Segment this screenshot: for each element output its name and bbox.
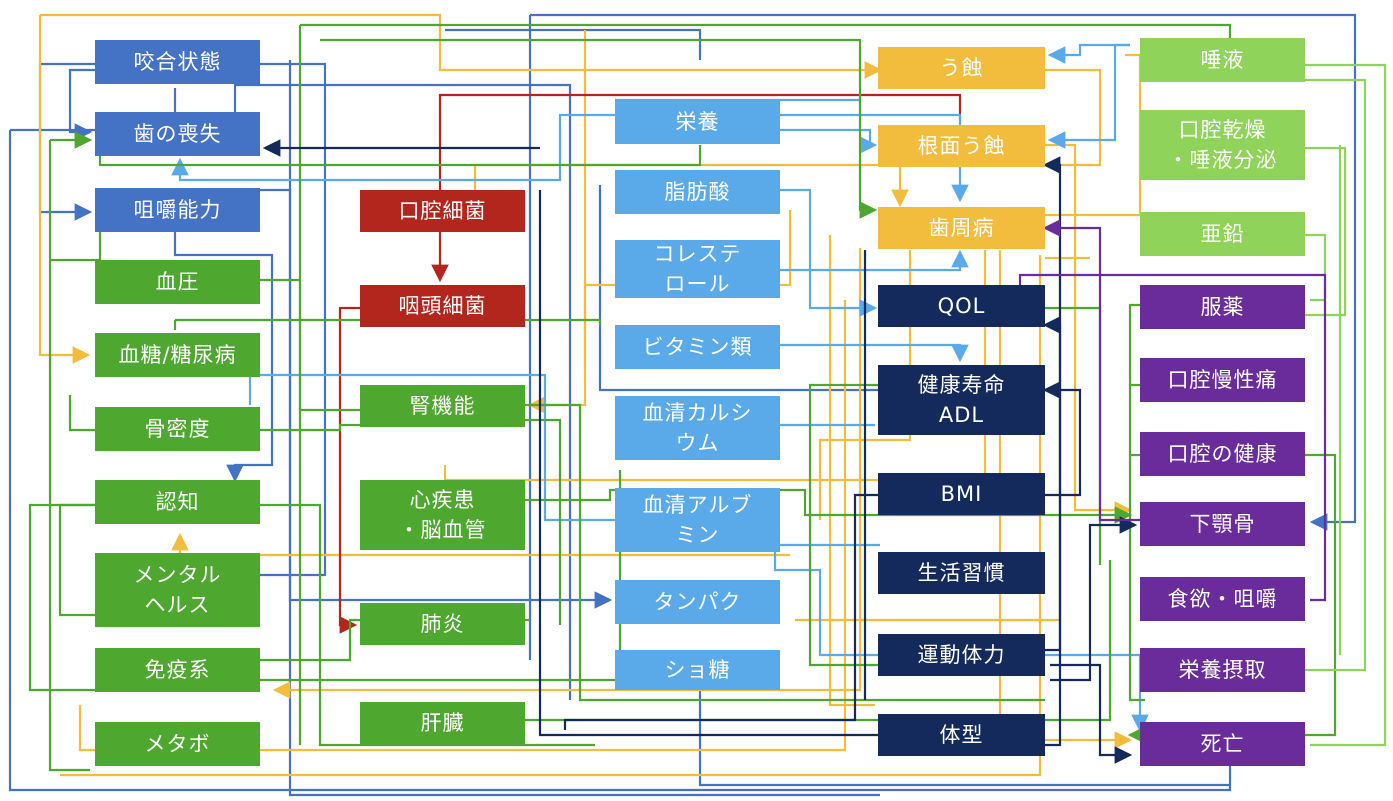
node-kanso: 口腔乾燥 ・唾液分泌 xyxy=(1140,110,1305,180)
node-ushoku: う蝕 xyxy=(878,47,1045,89)
node-mansei-tsuu: 口腔慢性痛 xyxy=(1140,358,1305,402)
node-intou-saikin: 咽頭細菌 xyxy=(360,285,525,327)
node-haien: 肺炎 xyxy=(360,603,525,645)
node-tanpaku: タンパク xyxy=(615,580,780,624)
node-ha-soushitsu: 歯の喪失 xyxy=(95,112,260,156)
node-shishuubyou: 歯周病 xyxy=(878,207,1045,249)
node-shibousan: 脂肪酸 xyxy=(615,170,780,214)
node-undou: 運動体力 xyxy=(878,634,1045,676)
node-ketsuatsu: 血圧 xyxy=(95,260,260,304)
node-kougou: 咬合状態 xyxy=(95,40,260,84)
node-kagakukotsu: 下顎骨 xyxy=(1140,502,1305,546)
node-kanzou: 肝臓 xyxy=(360,702,525,744)
node-koukuu-saikin: 口腔細菌 xyxy=(360,190,525,232)
node-bmi: BMI xyxy=(878,473,1045,515)
node-shinshikkan: 心疾患 ・脳血管 xyxy=(360,480,525,550)
node-kessei-alb: 血清アルブ ミン xyxy=(615,488,780,552)
node-daeki: 唾液 xyxy=(1140,38,1305,82)
node-cholesterol: コレステ ロール xyxy=(615,240,780,298)
node-ninchi: 認知 xyxy=(95,480,260,524)
node-eiyou: 栄養 xyxy=(615,100,780,144)
node-konmen-ushoku: 根面う蝕 xyxy=(878,125,1045,167)
node-meneki: 免疫系 xyxy=(95,648,260,692)
node-taikei: 体型 xyxy=(878,714,1045,756)
node-shotou: ショ糖 xyxy=(615,650,780,690)
node-eiyou-sesshu: 栄養摂取 xyxy=(1140,648,1305,692)
node-koukuu-kenkou: 口腔の健康 xyxy=(1140,432,1305,476)
node-fukuyaku: 服薬 xyxy=(1140,285,1305,329)
node-jinkinou: 腎機能 xyxy=(360,385,525,427)
node-qol: QOL xyxy=(878,285,1045,327)
node-shokuyoku: 食欲・咀嚼 xyxy=(1140,577,1305,621)
node-seikatsu: 生活習慣 xyxy=(878,552,1045,594)
node-kettou: 血糖/糖尿病 xyxy=(95,333,260,377)
node-aen: 亜鉛 xyxy=(1140,212,1305,256)
node-soshaku: 咀嚼能力 xyxy=(95,188,260,232)
node-shibou: 死亡 xyxy=(1140,722,1305,766)
node-vitamin: ビタミン類 xyxy=(615,325,780,369)
node-metabo: メタボ xyxy=(95,722,260,766)
node-kotsumitsudo: 骨密度 xyxy=(95,407,260,451)
node-kessei-ca: 血清カルシ ウム xyxy=(615,396,780,460)
node-kenkou-jumyou: 健康寿命 ADL xyxy=(878,365,1045,435)
node-mental: メンタル ヘルス xyxy=(95,553,260,627)
